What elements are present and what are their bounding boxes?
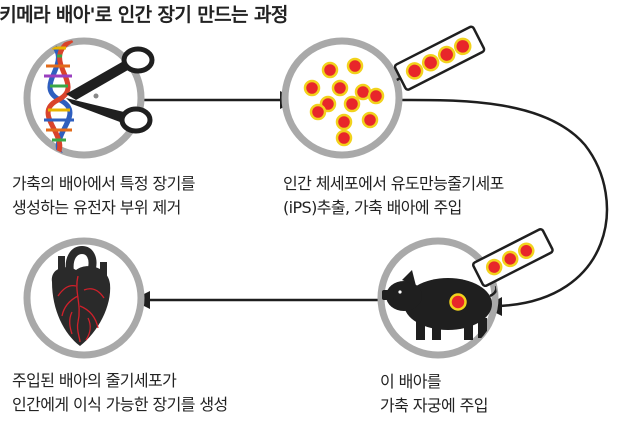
dna-icon xyxy=(44,39,74,157)
step1-icon-group xyxy=(23,37,155,159)
step4-icon-group xyxy=(23,237,145,359)
step1-caption-line1: 가축의 배아에서 특정 장기를 xyxy=(12,174,196,193)
step4-caption-line1: 주입된 배아의 줄기세포가 xyxy=(12,371,177,390)
syringe-icon-2 xyxy=(472,228,554,288)
step2-caption-line2: (iPS)추출, 가축 배아에 주입 xyxy=(283,198,462,217)
ips-cells xyxy=(303,57,385,147)
step2-icon-group xyxy=(281,25,486,159)
step3-caption-line2: 가축 자궁에 주입 xyxy=(380,396,488,415)
step3-caption-line1: 이 배아를 xyxy=(380,372,442,391)
step4-caption: 주입된 배아의 줄기세포가 인간에게 이식 가능한 장기를 생성 xyxy=(12,369,228,417)
syringe-icon xyxy=(393,25,486,91)
step4-caption-line2: 인간에게 이식 가능한 장기를 생성 xyxy=(12,395,228,414)
scissors-icon xyxy=(66,46,155,134)
step2-caption-line1: 인간 체세포에서 유도만능줄기세포 xyxy=(283,174,504,193)
step1-caption-line2: 생성하는 유전자 부위 제거 xyxy=(12,198,181,217)
arrow-step3-to-step4 xyxy=(132,291,378,309)
diagram-title: '키메라 배아'로 인간 장기 만드는 과정 xyxy=(0,4,288,26)
pig-icon xyxy=(382,270,497,340)
arrow-step1-to-step2 xyxy=(124,91,298,109)
step3-icon-group xyxy=(377,228,554,359)
step1-caption: 가축의 배아에서 특정 장기를 생성하는 유전자 부위 제거 xyxy=(12,172,196,220)
heart-icon xyxy=(51,245,111,346)
step3-caption: 이 배아를 가축 자궁에 주입 xyxy=(380,370,488,418)
step2-caption: 인간 체세포에서 유도만능줄기세포 (iPS)추출, 가축 배아에 주입 xyxy=(283,172,504,220)
embryo-icon xyxy=(449,293,467,311)
